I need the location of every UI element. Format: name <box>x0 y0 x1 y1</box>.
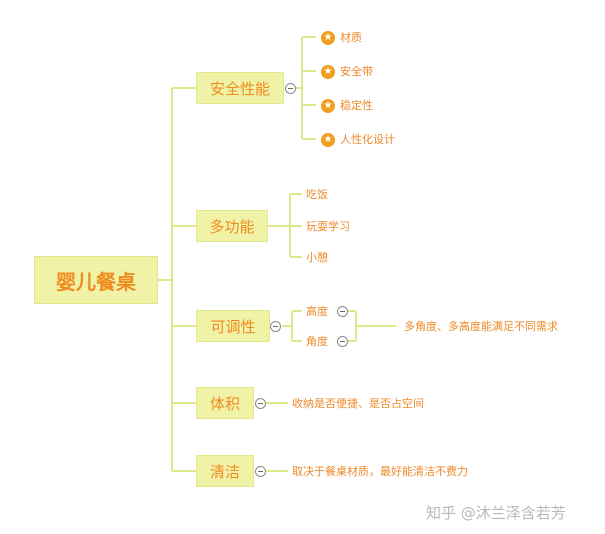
leaf-play-learn[interactable]: 玩耍学习 <box>306 220 350 233</box>
branch-cleaning[interactable]: 清洁 <box>196 455 254 487</box>
star-icon: ★ <box>321 133 335 147</box>
collapse-icon[interactable] <box>270 321 281 332</box>
leaf-height[interactable]: 高度 <box>306 305 328 318</box>
collapse-icon[interactable] <box>255 466 266 477</box>
leaf-eating[interactable]: 吃饭 <box>306 188 328 201</box>
clean-note[interactable]: 取决于餐桌材质，最好能清洁不费力 <box>292 465 468 478</box>
leaf-humanized-design[interactable]: 人性化设计 <box>340 133 395 146</box>
leaf-material[interactable]: 材质 <box>340 31 362 44</box>
collapse-icon[interactable] <box>337 336 348 347</box>
leaf-angle[interactable]: 角度 <box>306 335 328 348</box>
branch-adjustability[interactable]: 可调性 <box>196 310 270 342</box>
watermark: 知乎 @沐兰泽含若芳 <box>426 504 566 522</box>
leaf-stability[interactable]: 稳定性 <box>340 99 373 112</box>
root-node[interactable]: 婴儿餐桌 <box>34 256 158 304</box>
volume-note[interactable]: 收纳是否便捷、是否占空间 <box>292 397 424 410</box>
collapse-icon[interactable] <box>255 398 266 409</box>
leaf-seatbelt[interactable]: 安全带 <box>340 65 373 78</box>
collapse-icon[interactable] <box>285 83 296 94</box>
leaf-nap[interactable]: 小憩 <box>306 251 328 264</box>
branch-multifunction[interactable]: 多功能 <box>196 210 268 242</box>
branch-safety[interactable]: 安全性能 <box>196 72 284 104</box>
branch-volume[interactable]: 体积 <box>196 387 254 419</box>
star-icon: ★ <box>321 65 335 79</box>
star-icon: ★ <box>321 99 335 113</box>
collapse-icon[interactable] <box>337 306 348 317</box>
star-icon: ★ <box>321 31 335 45</box>
adjust-note[interactable]: 多角度、多高度能满足不同需求 <box>404 320 558 333</box>
